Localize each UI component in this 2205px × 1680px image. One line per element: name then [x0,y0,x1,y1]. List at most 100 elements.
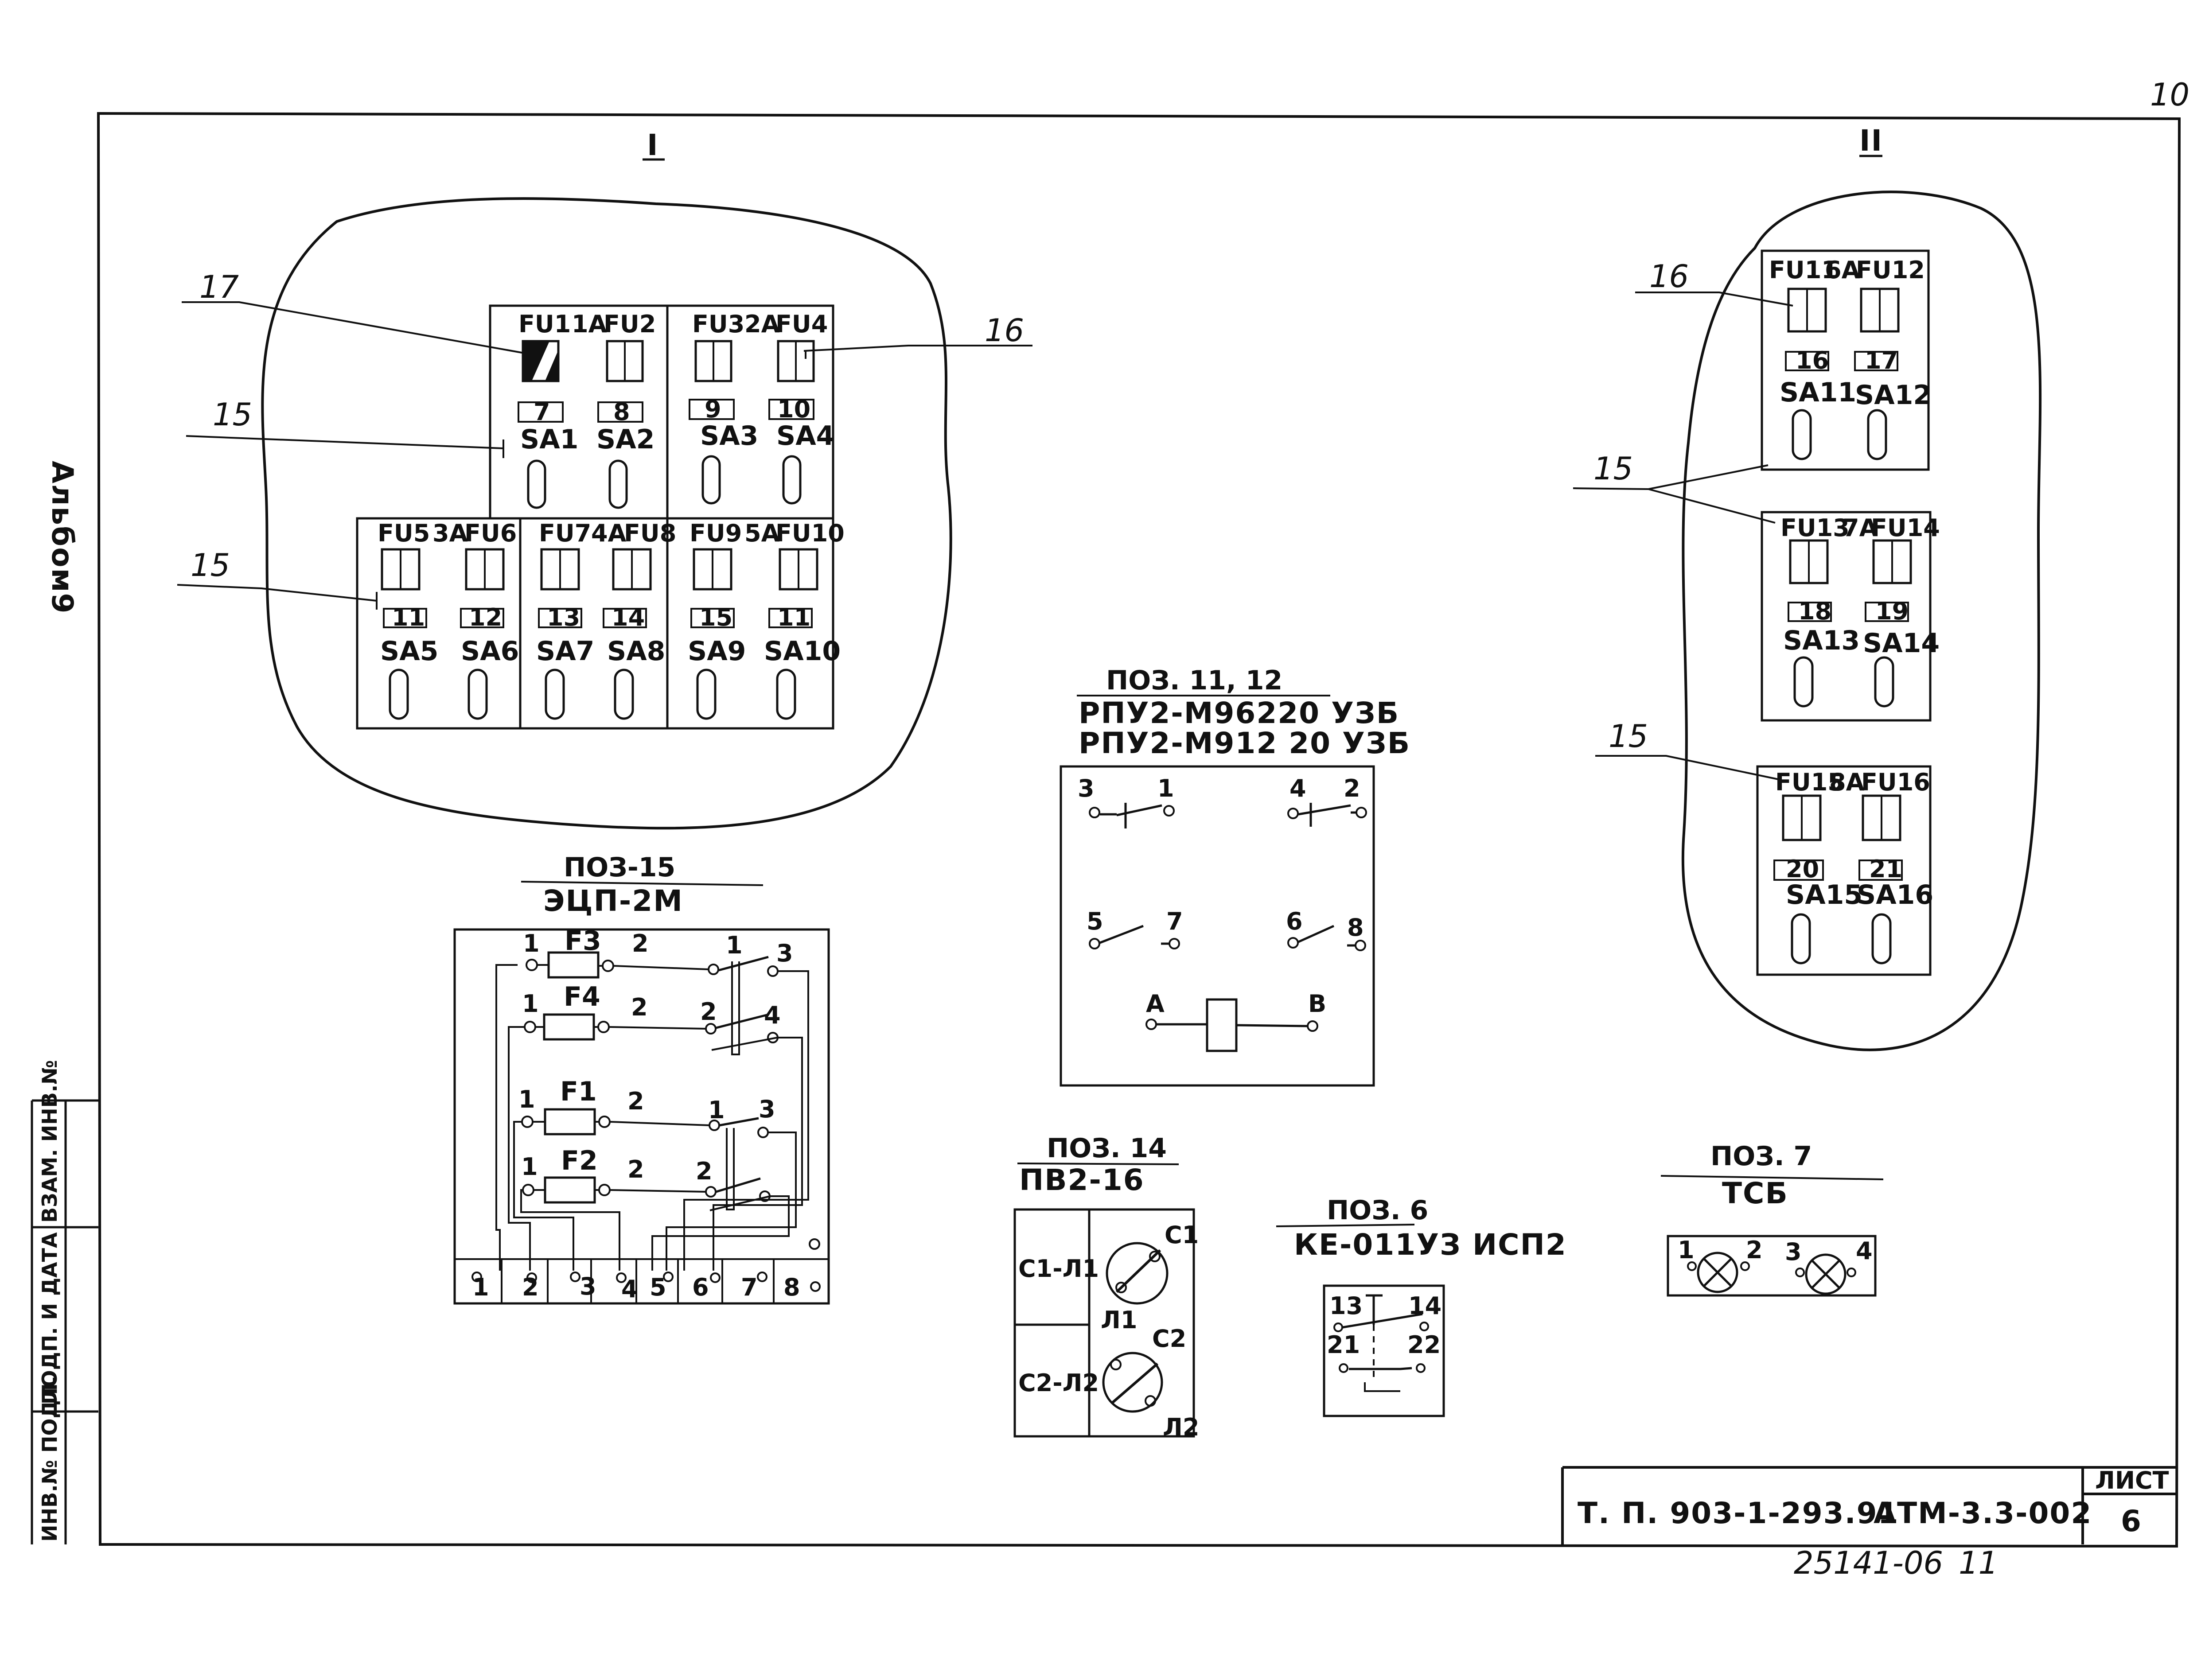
svg-text:8A: 8A [1829,768,1865,796]
svg-text:16: 16 [1796,346,1829,374]
svg-text:1: 1 [708,1096,725,1124]
svg-text:1: 1 [521,1153,538,1181]
view-2-label: II [1859,124,1883,158]
view-2: II FU11 6A FU12 16 17 SA11 SA12 FU13 7A … [1573,124,2042,1051]
switch-handle-icon [782,455,802,505]
svg-text:21: 21 [1869,855,1902,883]
view-1-boundary [261,197,952,830]
footer-number: 25141-06 [1794,1545,1943,1581]
svg-text:2: 2 [1344,774,1360,802]
svg-text:SA2: SA2 [596,424,654,455]
button-ke011: ПОЗ. 6 КЕ-011УЗ ИСП2 13 14 21 22 [1276,1195,1566,1417]
tsb-pos: ПОЗ. 7 [1710,1141,1812,1172]
svg-text:17: 17 [1865,346,1898,374]
svg-text:FU15: FU15 [1775,768,1844,796]
svg-text:FU1: FU1 [518,310,571,338]
svg-text:5: 5 [1087,907,1103,935]
svg-text:FU6: FU6 [464,519,517,547]
svg-text:С2-Л2: С2-Л2 [1018,1369,1099,1397]
svg-text:21: 21 [1327,1331,1360,1359]
switch-handle-icon [527,459,546,509]
svg-text:SA9: SA9 [688,636,746,667]
svg-text:18: 18 [1798,597,1831,625]
switch-pv2: ПОЗ. 14 ПВ2-16 С1-Л1 С2-Л2 С1 Л1 С2 Л2 [1013,1133,1199,1441]
svg-text:Л1: Л1 [1101,1306,1137,1334]
svg-text:2: 2 [627,1087,644,1115]
svg-text:SA3: SA3 [700,420,758,451]
svg-text:9: 9 [705,395,721,423]
top-switch-handles [527,455,802,509]
svg-text:FU12: FU12 [1856,256,1925,284]
svg-text:SA8: SA8 [607,636,665,667]
switch-handle-icon [776,669,796,720]
switch-handle-icon [1793,656,1814,708]
svg-text:SA16: SA16 [1857,879,1933,910]
svg-text:15: 15 [191,547,230,583]
svg-text:1: 1 [522,990,539,1018]
stamp-replace-inv: ВЗАМ. ИНВ.№ [38,1060,62,1223]
svg-text:FU4: FU4 [775,310,828,338]
svg-text:1: 1 [1678,1236,1695,1264]
rotary-switch-icon [1102,1352,1163,1413]
svg-text:15: 15 [1609,718,1648,754]
switch-handle-icon [1867,409,1887,460]
pushbutton-icon [1366,1294,1383,1325]
signal-lamp-icon [1697,1252,1738,1293]
svg-text:8: 8 [783,1273,800,1301]
svg-text:С2: С2 [1152,1325,1186,1353]
svg-text:Л2: Л2 [1163,1413,1199,1441]
switch-handle-icon [389,669,409,720]
svg-text:FU13: FU13 [1780,514,1850,542]
relay-contacts [1089,803,1367,1052]
title-doc: АТМ-3.3-002 [1874,1496,2092,1530]
svg-text:3A: 3A [432,519,468,547]
view-1-label: I [647,128,659,162]
title-code: Т. П. 903-1-293.91 [1578,1496,1899,1530]
view-2-callouts: 16 15 15 [1573,258,1793,781]
svg-text:17: 17 [199,269,239,305]
switch-handle-icon [608,459,628,509]
svg-text:8: 8 [613,398,630,426]
svg-text:SA4: SA4 [776,420,834,451]
svg-text:3: 3 [759,1095,775,1123]
svg-text:FU8: FU8 [624,519,676,547]
svg-text:15: 15 [213,397,252,433]
svg-text:С1-Л1: С1-Л1 [1018,1255,1099,1283]
svg-text:16: 16 [985,312,1024,349]
svg-text:1: 1 [523,929,540,957]
svg-text:SA15: SA15 [1786,879,1862,910]
switch-handle-icon [696,669,717,720]
svg-text:F3: F3 [565,926,601,957]
sheet-number: 6 [2121,1504,2142,1538]
switch-handle-icon [467,669,488,720]
svg-text:12: 12 [469,603,502,631]
svg-text:6: 6 [692,1273,709,1301]
svg-text:SA14: SA14 [1863,628,1940,659]
svg-text:F4: F4 [564,981,600,1012]
svg-text:13: 13 [547,603,580,631]
album-label: Альбом9 [45,461,79,614]
relay-terminals: 3 1 4 2 5 7 6 8 А В [1078,774,1364,1018]
sheet-label: ЛИСТ [2095,1466,2169,1494]
svg-text:2A: 2A [744,310,780,338]
svg-text:FU16: FU16 [1861,768,1930,796]
ecp-pos: ПОЗ-15 [564,852,675,883]
svg-text:FU11: FU11 [1769,256,1838,284]
svg-text:SA10: SA10 [764,636,841,667]
svg-text:19: 19 [1875,597,1909,625]
svg-text:SA12: SA12 [1855,380,1932,411]
side-stamp: ИНВ.№ ПОДЛ. ПОДП. И ДАТА ВЗАМ. ИНВ.№ [31,1060,98,1544]
ecp-terminal-strip: 1 2 3 4 5 6 7 8 [471,1259,821,1303]
svg-text:7: 7 [534,398,550,426]
switch-handle-icon [1874,656,1894,708]
svg-text:F1: F1 [560,1076,597,1107]
fuse-icon [543,1013,595,1041]
svg-text:3: 3 [776,939,793,967]
fuse-icon [544,1108,596,1136]
svg-text:7: 7 [1166,907,1183,935]
svg-text:F2: F2 [561,1145,598,1176]
tsb-model: ТСБ [1722,1176,1788,1210]
fuse-blown-icon [523,341,558,381]
switch-handle-icon [1791,913,1811,964]
svg-text:16: 16 [1649,258,1689,295]
